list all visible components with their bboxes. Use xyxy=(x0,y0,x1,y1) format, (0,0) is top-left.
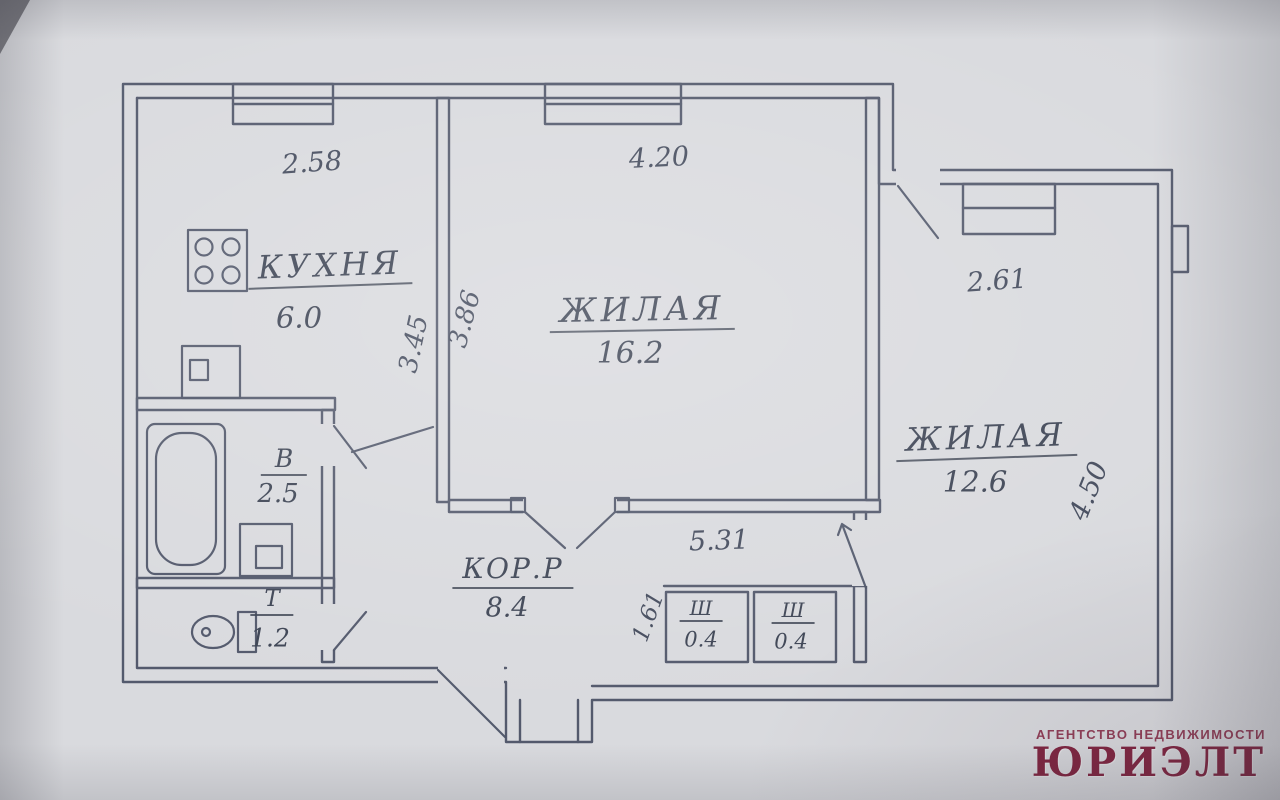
dim-living2-top: 2.61 xyxy=(965,263,1029,299)
door-openings xyxy=(318,166,940,686)
room-label-living2: ЖИЛАЯ xyxy=(895,415,1077,463)
room-area-kitchen: 6.0 xyxy=(275,300,323,335)
dim-kitchen-width: 2.58 xyxy=(280,145,344,181)
room-label-kitchen: КУХНЯ xyxy=(247,243,413,290)
room-label-closet1: Ш xyxy=(679,598,723,622)
stove-icon xyxy=(186,228,249,293)
washbasin-icon xyxy=(238,522,294,578)
room-label-living1: ЖИЛАЯ xyxy=(549,288,735,334)
watermark-agency-line: АГЕНТСТВО НЕДВИЖИМОСТИ xyxy=(1036,727,1266,742)
room-area-corridor: 8.4 xyxy=(485,592,529,624)
door-jambs xyxy=(509,496,631,514)
room-area-living1: 16.2 xyxy=(596,336,664,371)
room-label-toilet: Т xyxy=(250,588,294,616)
dim-living1-bottom: 5.31 xyxy=(688,524,750,558)
room-area-toilet: 1.2 xyxy=(250,623,290,653)
room-label-corridor: КОР.Р xyxy=(452,555,574,589)
bathtub-icon xyxy=(145,422,227,576)
room-area-closet2: 0.4 xyxy=(774,629,808,654)
door-swings xyxy=(332,184,940,739)
sink-icon xyxy=(180,344,242,400)
room-area-bath: 2.5 xyxy=(257,479,299,509)
watermark: АГЕНТСТВО НЕДВИЖИМОСТИ ЮРИЭЛТ xyxy=(1032,727,1266,784)
watermark-brand: ЮРИЭЛТ xyxy=(1031,739,1266,786)
windows xyxy=(231,82,1190,274)
room-area-closet1: 0.4 xyxy=(684,627,718,652)
room-area-living2: 12.6 xyxy=(942,464,1008,499)
closet-cells xyxy=(662,584,868,664)
toilet-icon xyxy=(190,610,258,654)
dim-living1-width: 4.20 xyxy=(628,140,690,176)
room-label-bath: В xyxy=(260,446,308,476)
room-label-closet2: Ш xyxy=(771,600,815,624)
